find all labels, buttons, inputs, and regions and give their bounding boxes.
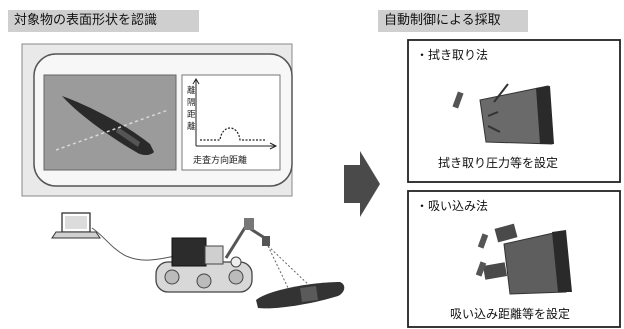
wiping-tool-illustration [452, 83, 554, 145]
suction-tool-illustration [475, 223, 572, 295]
scan-line [55, 109, 169, 151]
graph-profile-curve [200, 127, 266, 141]
suction-method-title: ・吸い込み法 [416, 199, 489, 213]
wiping-method-note: 拭き取り圧力等を設定 [438, 156, 559, 170]
graph-y-axis-label-char: 離 [187, 86, 196, 96]
graph-y-axis-label-char: 隔 [187, 98, 196, 108]
graph-x-axis-label: 走査方向距離 [193, 156, 248, 166]
robot-vehicle [155, 218, 270, 293]
graph-y-axis-label-char: 距 [187, 110, 196, 120]
sensor-beam [267, 245, 291, 293]
robot-arm [224, 225, 248, 259]
process-arrow [344, 151, 380, 217]
wiping-method-title: ・拭き取り法 [416, 48, 489, 62]
suction-method-note: 吸い込み距離等を設定 [450, 307, 571, 321]
display-monitor [21, 43, 293, 197]
laptop-icon [51, 212, 101, 239]
target-object [256, 282, 345, 309]
graph-y-axis-label-char: 離 [187, 122, 196, 132]
left-section-header: 対象物の表面形状を認識 [8, 10, 199, 32]
target-object-image [62, 96, 154, 155]
right-section-header: 自動制御による採取 [378, 10, 528, 32]
distance-graph [181, 74, 281, 171]
